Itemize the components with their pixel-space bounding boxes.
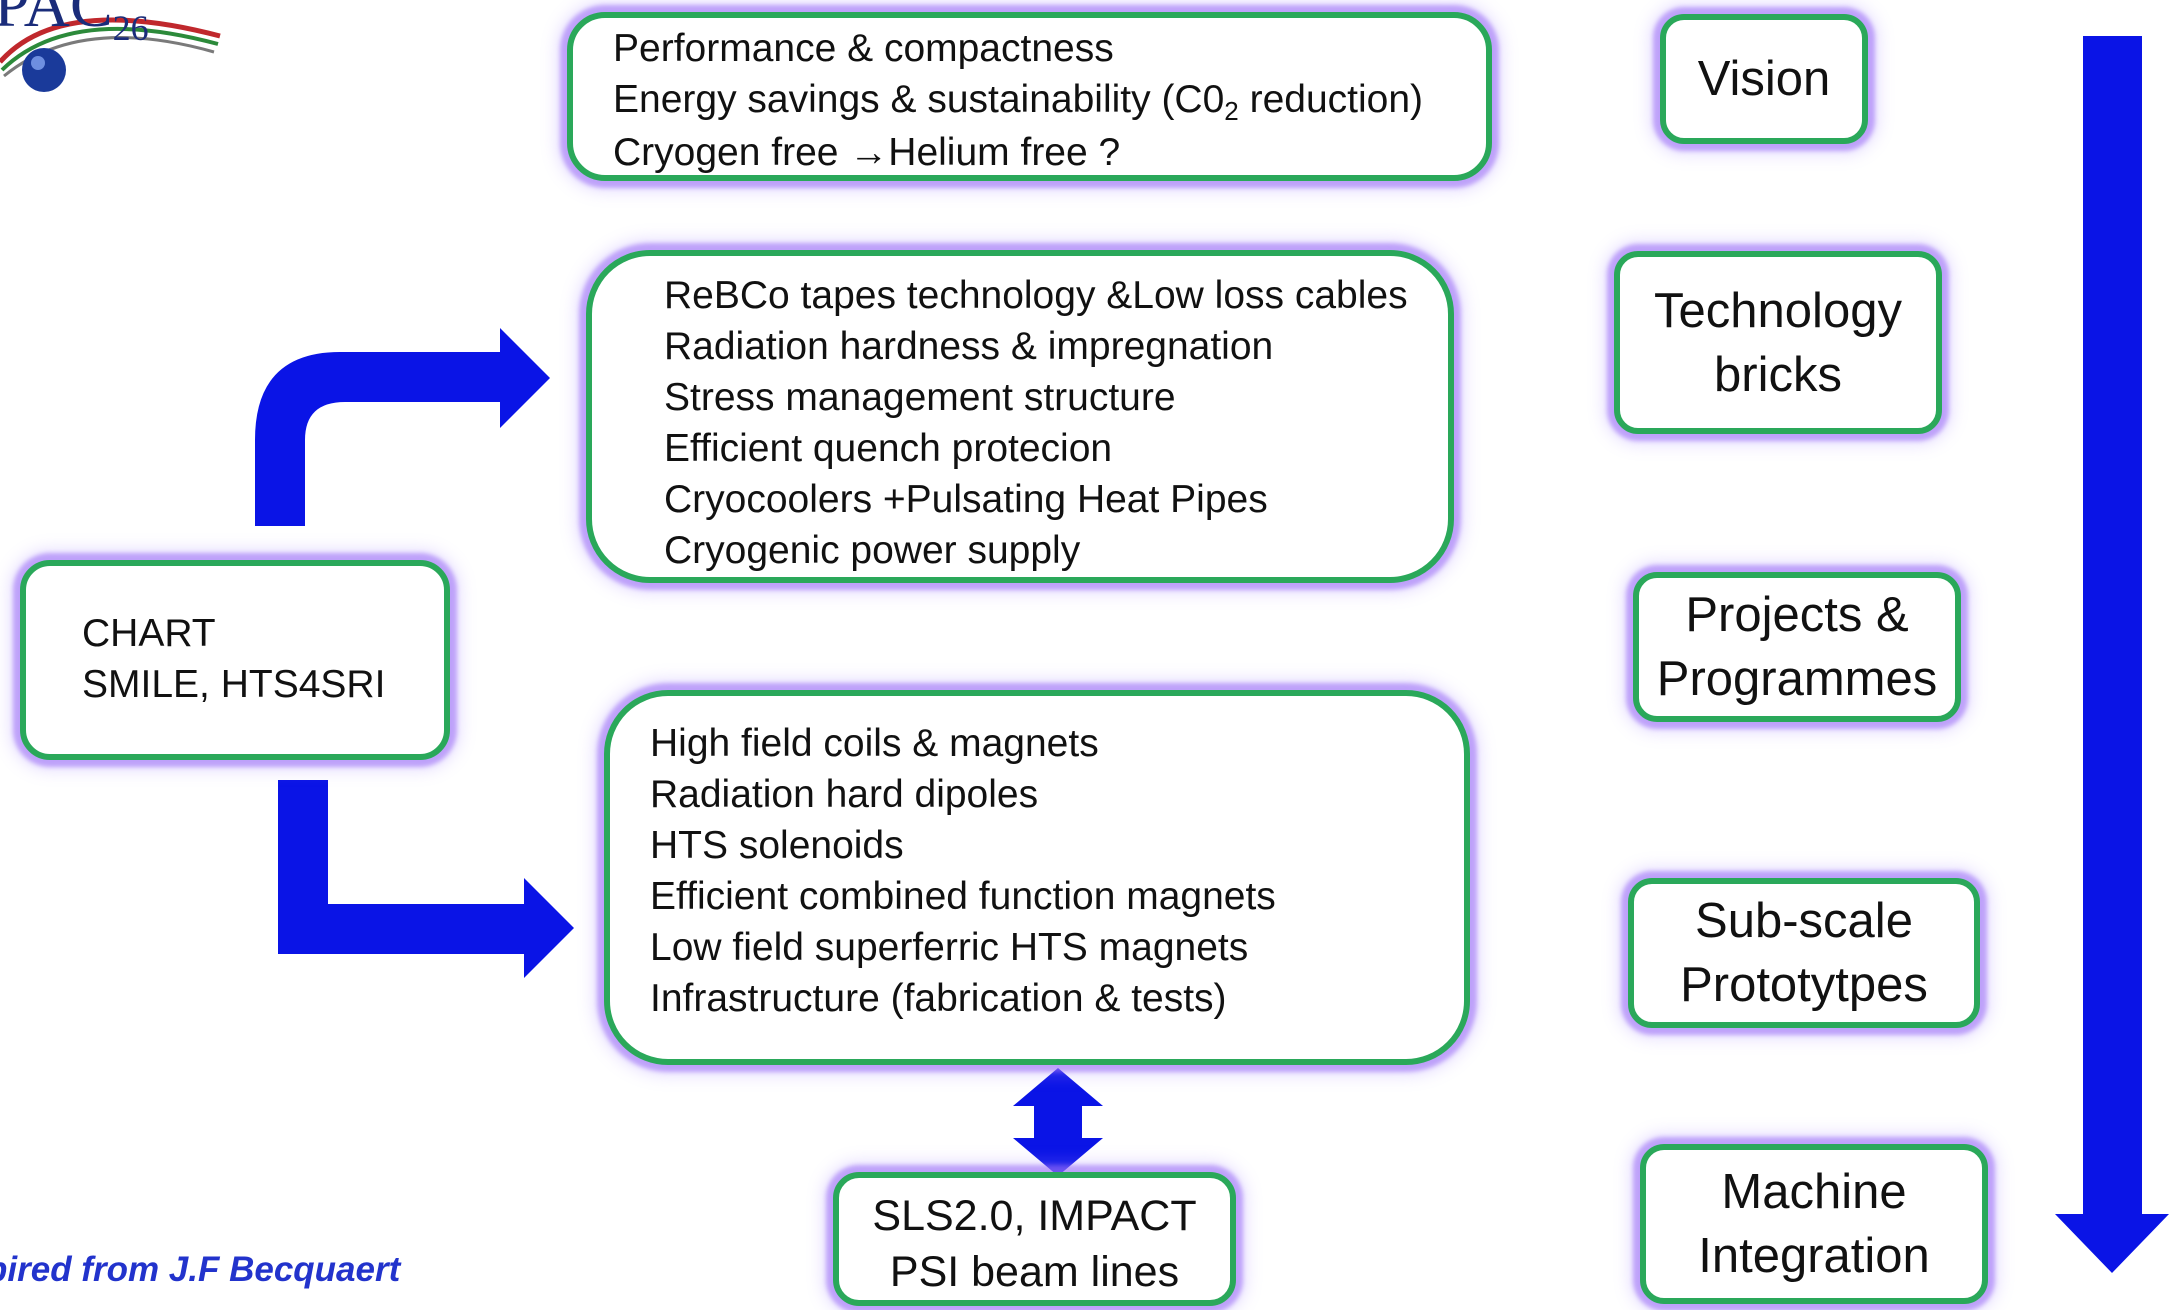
- stage-subscale: Sub-scale Prototytpes: [1628, 878, 1980, 1028]
- magnets-line-2: Radiation hard dipoles: [650, 773, 1039, 816]
- stage-projects: Projects & Programmes: [1633, 572, 1961, 722]
- elbow-arrow-down: [278, 780, 574, 978]
- stage-subscale-line-2: Prototytpes: [1680, 958, 1928, 1012]
- progression-arrow: [2055, 36, 2169, 1273]
- stage-technology-line-2: bricks: [1714, 347, 1842, 402]
- stage-technology-line-1: Technology: [1654, 283, 1902, 338]
- logo-letters: PAC: [0, 0, 113, 40]
- magnets-line-3: HTS solenoids: [650, 824, 904, 867]
- vision-box: Performance & compactness Energy savings…: [567, 12, 1492, 181]
- sls-box: SLS2.0, IMPACT PSI beam lines: [833, 1172, 1236, 1306]
- vision-line-2-sub: 2: [1224, 96, 1239, 126]
- stage-vision-label: Vision: [1697, 52, 1831, 106]
- tech-line-4: Efficient quench protecion: [664, 427, 1113, 470]
- chart-line-1: CHART: [82, 612, 216, 655]
- stage-machine-line-2: Integration: [1698, 1229, 1930, 1283]
- logo-graphic: [0, 17, 221, 92]
- chart-box: CHART SMILE, HTS4SRI: [20, 560, 450, 760]
- vision-line-3: Cryogen free →Helium free ?: [613, 131, 1121, 174]
- logo-text: PAC26: [0, 0, 149, 49]
- stage-vision: Vision: [1660, 14, 1868, 144]
- tech-line-5: Cryocoolers +Pulsating Heat Pipes: [664, 478, 1268, 521]
- logo-year: 26: [112, 7, 149, 48]
- tech-line-3: Stress management structure: [664, 376, 1176, 419]
- magnets-line-5: Low field superferric HTS magnets: [650, 926, 1249, 969]
- stage-projects-line-2: Programmes: [1656, 652, 1938, 706]
- tech-line-6: Cryogenic power supply: [664, 529, 1081, 572]
- credit-text: pired from J.F Becquaert: [0, 1250, 401, 1289]
- stage-projects-line-1: Projects &: [1685, 588, 1909, 642]
- vision-line-2-text: Energy savings & sustainability (C0: [613, 78, 1225, 121]
- tech-line-2: Radiation hardness & impregnation: [664, 325, 1274, 368]
- double-arrow: [1013, 1068, 1103, 1176]
- sls-line-1: SLS2.0, IMPACT: [872, 1192, 1197, 1240]
- magnets-line-4: Efficient combined function magnets: [650, 875, 1276, 918]
- tech-line-1: ReBCo tapes technology &Low loss cables: [664, 274, 1408, 317]
- vision-line-1: Performance & compactness: [613, 27, 1114, 70]
- magnets-box: High field coils & magnets Radiation har…: [604, 690, 1470, 1065]
- stage-machine-line-1: Machine: [1721, 1165, 1907, 1219]
- sls-line-2: PSI beam lines: [889, 1248, 1180, 1296]
- vision-line-2-suffix: reduction): [1238, 78, 1424, 121]
- stage-machine: Machine Integration: [1640, 1144, 1988, 1304]
- technology-box: ReBCo tapes technology &Low loss cables …: [586, 250, 1454, 583]
- chart-line-2: SMILE, HTS4SRI: [82, 663, 386, 706]
- vision-line-2: Energy savings & sustainability (C02 red…: [613, 74, 1486, 125]
- stage-technology: Technology bricks: [1614, 251, 1942, 434]
- stage-subscale-line-1: Sub-scale: [1695, 894, 1913, 948]
- elbow-arrow-up: [255, 328, 550, 526]
- magnets-line-1: High field coils & magnets: [650, 722, 1099, 765]
- magnets-line-6: Infrastructure (fabrication & tests): [650, 977, 1227, 1020]
